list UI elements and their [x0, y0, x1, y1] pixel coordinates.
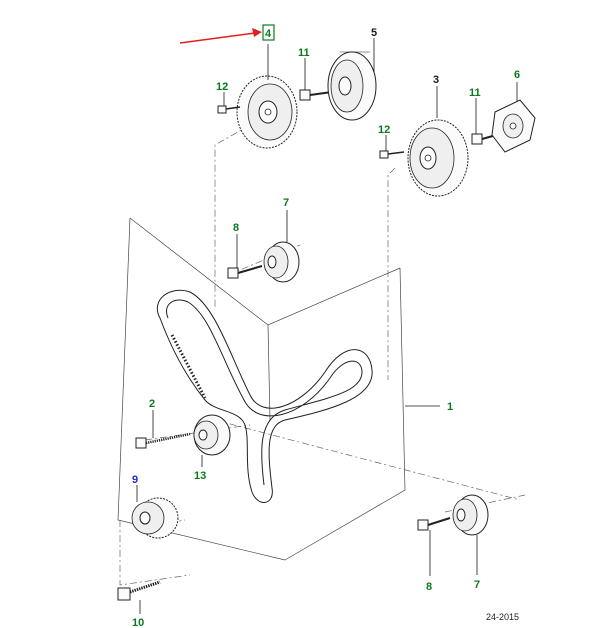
callout-8-upper[interactable]: 8 — [233, 222, 239, 234]
callout-7-upper[interactable]: 7 — [283, 197, 289, 209]
bolt-part-12-lower[interactable] — [379, 150, 405, 159]
bolt-part-10[interactable] — [117, 580, 161, 601]
callout-10[interactable]: 10 — [132, 617, 144, 628]
reference-code: 24-2015 — [486, 612, 519, 622]
callout-7-lower[interactable]: 7 — [474, 579, 480, 591]
callout-labels: 4 5 11 12 3 6 11 12 7 8 1 2 13 9 10 8 7 — [132, 27, 520, 628]
callout-12-lower[interactable]: 12 — [378, 124, 390, 136]
hub-flange-part-6[interactable] — [491, 99, 536, 153]
highlight-box — [262, 24, 275, 41]
callout-11-lower[interactable]: 11 — [469, 87, 481, 99]
callout-13[interactable]: 13 — [194, 470, 206, 482]
callout-9[interactable]: 9 — [132, 474, 138, 486]
bolt-part-8-lower[interactable] — [417, 517, 451, 531]
timing-belt — [156, 289, 373, 503]
callout-4[interactable]: 4 — [265, 28, 272, 40]
highlight-arrow — [179, 28, 262, 44]
crank-pulley-part-5[interactable] — [327, 51, 377, 121]
callout-2[interactable]: 2 — [149, 398, 155, 410]
callout-12-upper[interactable]: 12 — [216, 81, 228, 93]
idler-pulley-part-7-lower[interactable] — [452, 494, 489, 536]
callout-6[interactable]: 6 — [514, 69, 520, 81]
crankshaft-sprocket-part-9[interactable] — [131, 497, 179, 539]
bolt-part-8-upper[interactable] — [227, 265, 263, 279]
callout-3[interactable]: 3 — [433, 74, 439, 86]
assembly-frame — [117, 217, 406, 561]
idler-pulley-part-7-upper[interactable] — [263, 241, 300, 283]
bolt-part-11-upper[interactable] — [299, 89, 333, 101]
bolt-part-2[interactable] — [135, 432, 191, 449]
callout-8-lower[interactable]: 8 — [426, 581, 432, 593]
bolt-part-12-upper[interactable] — [217, 105, 241, 114]
camshaft-pulley-part-4[interactable] — [236, 75, 298, 149]
leader-lines — [136, 38, 518, 614]
camshaft-pulley-part-3[interactable] — [407, 119, 469, 197]
callout-5[interactable]: 5 — [371, 27, 377, 39]
callout-11-upper[interactable]: 11 — [298, 47, 310, 59]
callout-1[interactable]: 1 — [447, 401, 453, 413]
tensioner-part-13[interactable] — [193, 414, 231, 456]
